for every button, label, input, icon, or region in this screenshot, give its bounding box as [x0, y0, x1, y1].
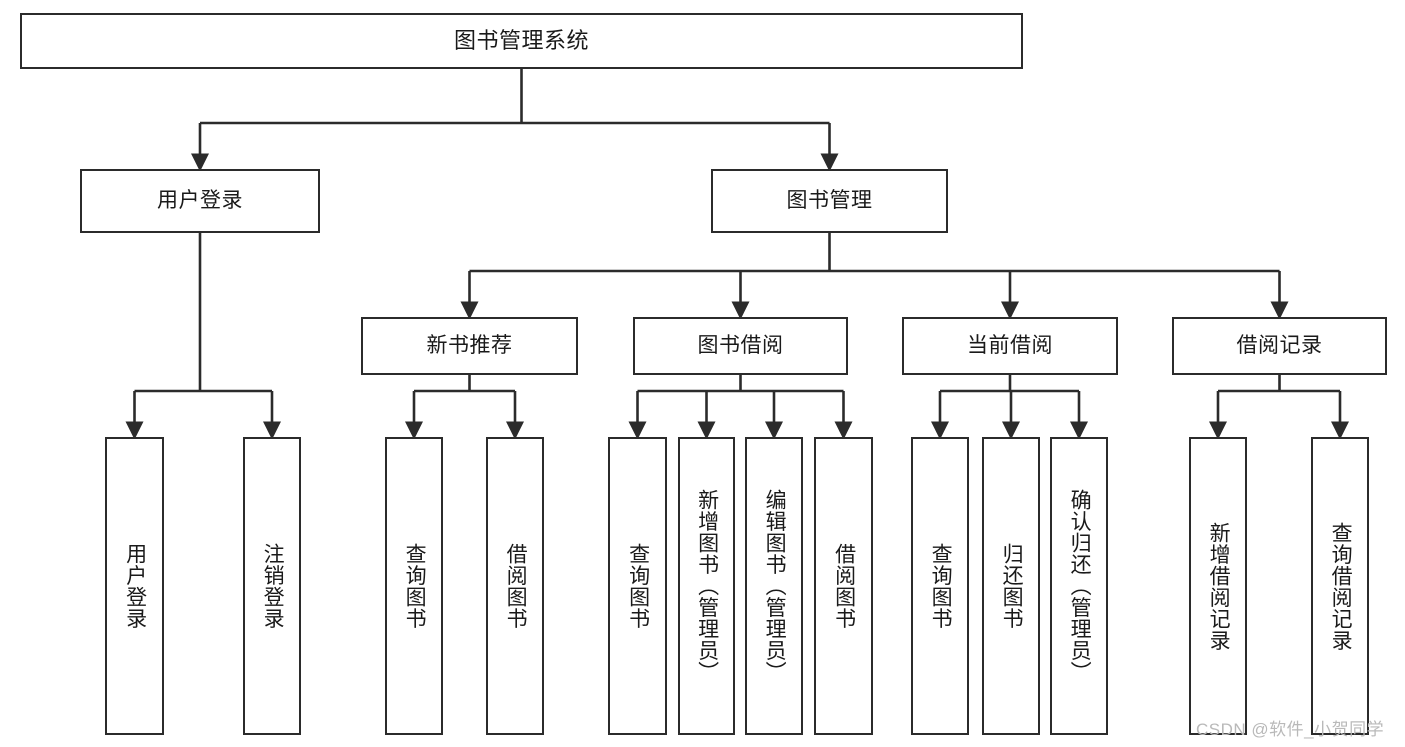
node-leaf-query-book-current[interactable]: 查询图书 — [911, 437, 969, 735]
node-leaf-add-record-label: 新增借阅记录 — [1207, 521, 1231, 651]
node-leaf-return-book[interactable]: 归还图书 — [982, 437, 1040, 735]
node-book-borrow[interactable]: 图书借阅 — [633, 317, 848, 375]
node-leaf-edit-book-label: 编辑图书（管理员） — [763, 489, 787, 683]
node-leaf-user-login[interactable]: 用户登录 — [105, 437, 164, 735]
node-leaf-logout[interactable]: 注销登录 — [243, 437, 301, 735]
node-leaf-add-record[interactable]: 新增借阅记录 — [1189, 437, 1247, 735]
node-leaf-borrow-book-rec[interactable]: 借阅图书 — [486, 437, 544, 735]
node-new-book-recommend[interactable]: 新书推荐 — [361, 317, 578, 375]
node-leaf-borrow-book-label: 借阅图书 — [832, 543, 856, 629]
node-book-management[interactable]: 图书管理 — [711, 169, 948, 233]
node-borrow-records-label: 借阅记录 — [1236, 334, 1323, 358]
node-root-label: 图书管理系统 — [453, 27, 589, 53]
node-leaf-borrow-book-rec-label: 借阅图书 — [504, 543, 528, 629]
node-leaf-query-book-borrow-label: 查询图书 — [626, 543, 650, 629]
node-user-login[interactable]: 用户登录 — [80, 169, 320, 233]
node-root[interactable]: 图书管理系统 — [20, 13, 1023, 69]
node-leaf-query-book-rec[interactable]: 查询图书 — [385, 437, 443, 735]
node-leaf-user-login-label: 用户登录 — [123, 543, 147, 629]
node-leaf-logout-label: 注销登录 — [261, 543, 285, 629]
node-leaf-return-book-label: 归还图书 — [1000, 543, 1024, 629]
node-leaf-confirm-return-label: 确认归还（管理员） — [1068, 489, 1092, 683]
node-leaf-add-book-label: 新增图书（管理员） — [695, 489, 719, 683]
node-leaf-confirm-return[interactable]: 确认归还（管理员） — [1050, 437, 1108, 735]
node-leaf-edit-book[interactable]: 编辑图书（管理员） — [745, 437, 803, 735]
node-current-borrow-label: 当前借阅 — [967, 334, 1053, 358]
node-leaf-query-book-borrow[interactable]: 查询图书 — [608, 437, 667, 735]
node-borrow-records[interactable]: 借阅记录 — [1172, 317, 1387, 375]
node-leaf-query-record-label: 查询借阅记录 — [1329, 521, 1353, 651]
node-leaf-borrow-book[interactable]: 借阅图书 — [814, 437, 873, 735]
node-leaf-query-book-current-label: 查询图书 — [929, 543, 953, 629]
node-leaf-add-book[interactable]: 新增图书（管理员） — [678, 437, 735, 735]
node-book-borrow-label: 图书借阅 — [697, 334, 784, 358]
node-leaf-query-book-rec-label: 查询图书 — [403, 543, 427, 629]
node-leaf-query-record[interactable]: 查询借阅记录 — [1311, 437, 1369, 735]
node-new-book-recommend-label: 新书推荐 — [426, 334, 513, 358]
node-user-login-label: 用户登录 — [157, 189, 243, 213]
node-book-management-label: 图书管理 — [786, 189, 873, 213]
node-current-borrow[interactable]: 当前借阅 — [902, 317, 1118, 375]
csdn-watermark: CSDN @软件_小贺同学 — [1196, 720, 1385, 739]
